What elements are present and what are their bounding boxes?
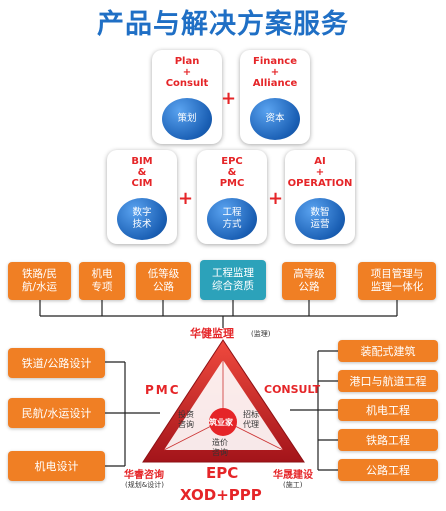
page-title: 产品与解决方案服务 [97, 9, 349, 40]
build-railway: 铁路工程 [338, 429, 438, 451]
build-electromechanical: 机电工程 [338, 399, 438, 421]
card-heading: BIM & CIM [131, 156, 153, 189]
triangle-bottom-center: EPC [206, 464, 239, 482]
footer-label: XOD+PPP [180, 486, 262, 504]
card-bim-cim: BIM & CIM 数字 技术 [107, 150, 177, 244]
build-road: 公路工程 [338, 459, 438, 481]
plus-sign: + [221, 88, 237, 109]
card-circle: 策划 [162, 98, 212, 140]
design-electromechanical: 机电设计 [8, 451, 105, 481]
triangle-top-label: 华健监理 [190, 327, 234, 340]
card-circle: 数智 运营 [295, 198, 345, 240]
card-epc-pmc: EPC & PMC 工程 方式 [197, 150, 267, 244]
service-low-grade-road: 低等级 公路 [136, 262, 191, 300]
service-electromechanical: 机电 专项 [79, 262, 125, 300]
inner-label-investment: 投资 咨询 [178, 410, 194, 429]
build-port-channel: 港口与航道工程 [338, 370, 438, 392]
design-railway-road: 铁道/公路设计 [8, 348, 105, 378]
card-heading: AI + OPERATION [287, 156, 353, 189]
card-heading: EPC & PMC [219, 156, 245, 189]
card-heading: Finance + Alliance [252, 56, 298, 89]
triangle-bottom-right: 华晟建设 [273, 470, 313, 481]
card-circle: 数字 技术 [117, 198, 167, 240]
inner-label-bidding: 招标 代理 [243, 410, 259, 429]
triangle-bottom-left: 华睿咨询 [124, 470, 164, 481]
card-heading: Plan + Consult [165, 56, 209, 89]
card-ai-operation: AI + OPERATION 数智 运营 [285, 150, 355, 244]
design-aviation-water: 民航/水运设计 [8, 398, 105, 428]
center-label: 筑业家 [209, 418, 233, 427]
service-pm-supervision: 项目管理与 监理一体化 [358, 262, 436, 300]
service-supervision-qualification: 工程监理 综合资质 [200, 260, 266, 300]
card-circle: 资本 [250, 98, 300, 140]
triangle-left-side: PMC [145, 383, 181, 397]
center-circle [209, 408, 237, 436]
triangle-right-side: CONSULT [264, 383, 321, 396]
card-finance-alliance: Finance + Alliance 资本 [240, 50, 310, 144]
service-railway-aviation-water: 铁路/民 航/水运 [8, 262, 71, 300]
build-prefab: 装配式建筑 [338, 340, 438, 362]
inner-label-cost: 造价 咨询 [212, 438, 228, 457]
triangle-bottom-right-sub: (施工) [283, 481, 303, 489]
inner-triangle [164, 360, 283, 450]
triangle-top-sub: (监理) [251, 330, 271, 338]
triangle-bottom-left-sub: (规划&设计) [125, 481, 164, 489]
card-circle: 工程 方式 [207, 198, 257, 240]
plus-sign: + [178, 188, 194, 209]
plus-sign: + [268, 188, 284, 209]
service-high-grade-road: 高等级 公路 [282, 262, 336, 300]
card-plan-consult: Plan + Consult 策划 [152, 50, 222, 144]
